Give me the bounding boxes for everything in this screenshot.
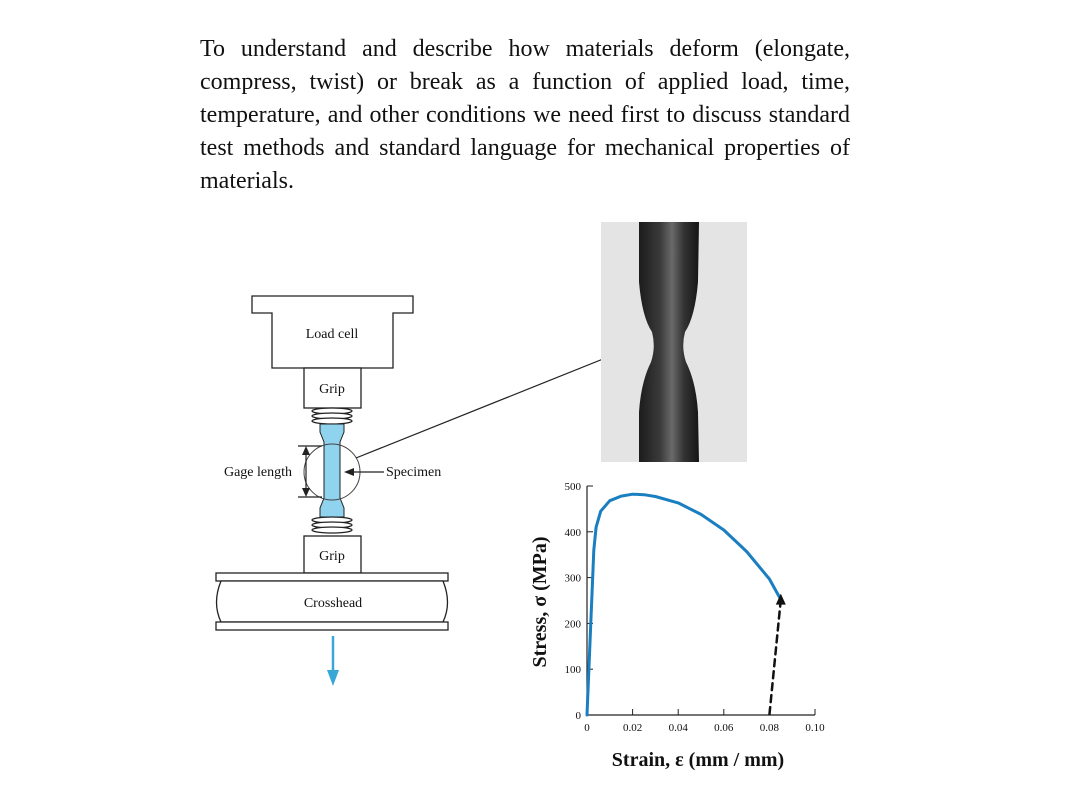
x-tick-label: 0.04 (669, 722, 689, 734)
x-tick-label: 0.08 (760, 722, 780, 734)
x-tick-label: 0.10 (805, 722, 825, 734)
y-tick-label: 200 (565, 618, 582, 630)
load-cell-shape (251, 295, 414, 369)
necked-specimen-photo (601, 222, 747, 462)
bottom-grip (303, 535, 362, 574)
top-grip-label: Grip (319, 382, 345, 397)
bottom-grip-label: Grip (319, 549, 345, 564)
fracture-line-series (768, 598, 783, 717)
load-cell-label: Load cell (306, 327, 359, 342)
x-tick-label: 0 (584, 722, 590, 734)
gage-length-label: Gage length (224, 465, 292, 480)
top-threads (311, 407, 353, 425)
pull-arrow (327, 636, 339, 686)
specimen-pointer (344, 468, 384, 476)
y-tick-label: 500 (565, 481, 582, 493)
stress-strain-curve-series (585, 492, 783, 717)
x-axis-title: Strain, ε (mm / mm) (612, 749, 784, 771)
y-axis-title: Stress, σ (MPa) (529, 536, 551, 667)
gage-length-dimension (298, 445, 322, 498)
y-tick-label: 300 (565, 573, 582, 585)
fracture-point-marker (775, 593, 786, 605)
crosshead-label: Crosshead (304, 596, 362, 611)
top-grip (303, 367, 362, 409)
x-tick-label: 0.06 (714, 722, 734, 734)
y-tick-label: 0 (576, 710, 582, 722)
bottom-threads (311, 516, 353, 534)
crosshead (215, 572, 449, 631)
y-tick-label: 100 (565, 664, 582, 676)
y-tick-label: 400 (565, 527, 582, 539)
x-tick-label: 0.02 (623, 722, 642, 734)
necked-specimen-image (601, 222, 747, 462)
intro-paragraph: To understand and describe how materials… (200, 36, 850, 194)
specimen-label: Specimen (386, 465, 441, 480)
